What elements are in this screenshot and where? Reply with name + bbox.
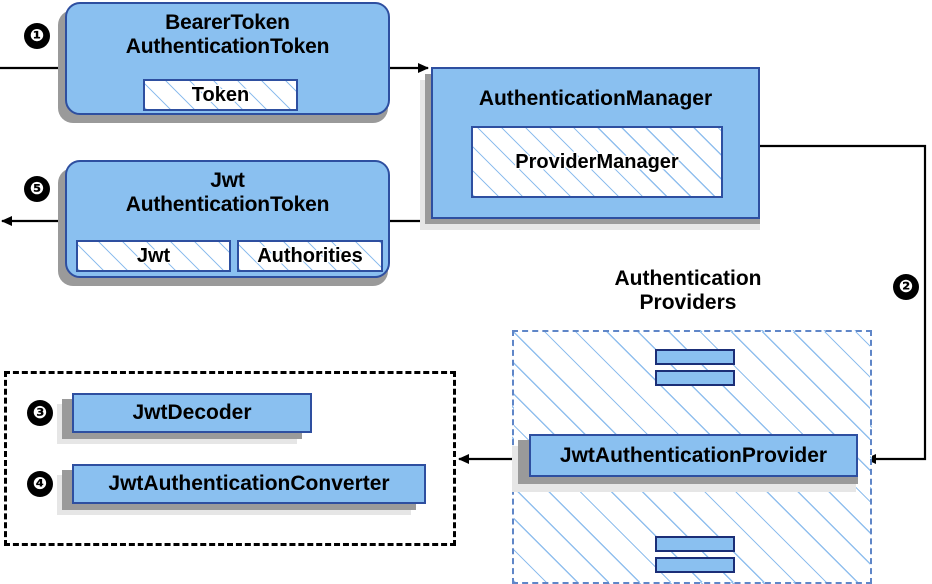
jwt-token-node[interactable]: Jwt AuthenticationToken Jwt Authorities — [65, 160, 390, 278]
step-badge-4: ❹ — [27, 471, 53, 497]
provider-manager-slot[interactable]: ProviderManager — [471, 126, 723, 198]
jwt-decoder-node[interactable]: JwtDecoder — [72, 393, 312, 433]
jwt-authentication-provider-node[interactable]: JwtAuthenticationProvider — [529, 434, 858, 477]
jwt-authentication-converter-title: JwtAuthenticationConverter — [108, 472, 390, 496]
providers-group-title-line1: Authentication — [614, 267, 762, 290]
bearer-token-title-line2: AuthenticationToken — [125, 34, 330, 58]
providers-group-title: Authentication Providers — [558, 267, 818, 315]
bearer-token-title-line1: BearerToken — [165, 11, 290, 34]
providers-group-title-line2: Providers — [639, 291, 737, 315]
provider-bottom-bar-2 — [655, 557, 735, 573]
step-badge-2: ❷ — [893, 274, 919, 300]
jwt-token-title-line2: AuthenticationToken — [125, 192, 330, 216]
jwt-authentication-provider-title: JwtAuthenticationProvider — [559, 443, 828, 467]
provider-manager-label: ProviderManager — [515, 150, 679, 173]
jwt-token-slot-jwt[interactable]: Jwt — [76, 240, 231, 272]
jwt-decoder-title: JwtDecoder — [132, 401, 252, 425]
provider-bottom-bar-1 — [655, 536, 735, 552]
step-badge-1: ❶ — [24, 23, 50, 49]
bearer-token-title: BearerToken AuthenticationToken — [67, 4, 388, 58]
authentication-manager-node[interactable]: AuthenticationManager ProviderManager — [431, 67, 760, 219]
step-badge-3: ❸ — [27, 400, 53, 426]
provider-top-bar-1 — [655, 349, 735, 365]
jwt-token-slot-jwt-label: Jwt — [136, 244, 171, 267]
step-badge-5: ❺ — [24, 176, 50, 202]
support-group-box — [4, 371, 456, 546]
bearer-token-slot-label: Token — [191, 83, 250, 106]
bearer-token-slot[interactable]: Token — [143, 79, 298, 111]
jwt-token-slot-authorities[interactable]: Authorities — [237, 240, 383, 272]
provider-top-bar-2 — [655, 370, 735, 386]
authentication-manager-title: AuthenticationManager — [478, 87, 713, 110]
jwt-token-slot-authorities-label: Authorities — [257, 244, 363, 267]
jwt-token-title: Jwt AuthenticationToken — [67, 162, 388, 216]
jwt-token-title-line1: Jwt — [210, 169, 245, 192]
jwt-authentication-converter-node[interactable]: JwtAuthenticationConverter — [72, 464, 426, 504]
bearer-token-node[interactable]: BearerToken AuthenticationToken Token — [65, 2, 390, 115]
